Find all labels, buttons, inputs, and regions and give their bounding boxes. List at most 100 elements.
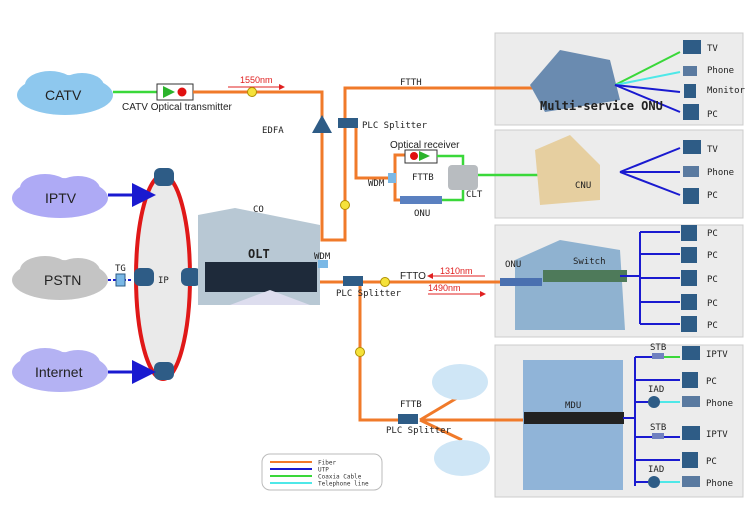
device-label: PC xyxy=(707,110,718,120)
wavelength-1310: 1310nm xyxy=(440,266,473,276)
onu-label: ONU xyxy=(505,260,521,270)
onu-label: ONU xyxy=(414,209,430,219)
office-building xyxy=(515,240,625,330)
olt-device xyxy=(205,262,317,292)
user-icon xyxy=(432,364,488,400)
pc-icon xyxy=(682,372,698,388)
device-label: Phone xyxy=(706,399,733,409)
iad-icon xyxy=(648,396,660,408)
pc-icon xyxy=(682,452,698,468)
pstn-label: PSTN xyxy=(44,272,81,288)
internet-label: Internet xyxy=(35,364,83,380)
splitter-middle-label: PLC Splitter xyxy=(336,289,402,299)
house-icon xyxy=(535,135,600,205)
transmitter-label: CATV Optical transmitter xyxy=(122,102,233,113)
internet-cloud: Internet xyxy=(12,348,108,392)
device-label: Phone xyxy=(707,168,734,178)
connector-icon xyxy=(247,87,257,97)
device-label: IPTV xyxy=(706,430,728,440)
device-label: Phone xyxy=(706,479,733,489)
splitter-top-label: PLC Splitter xyxy=(362,121,428,131)
iad-label: IAD xyxy=(648,465,664,475)
iptv-label: IPTV xyxy=(45,190,77,206)
tv-icon xyxy=(683,40,701,54)
stb-icon xyxy=(652,353,664,359)
tv-icon xyxy=(683,140,701,154)
mdu-device xyxy=(524,412,624,424)
fttb-label: FTTB xyxy=(412,173,434,183)
phone-icon xyxy=(683,66,697,76)
catv-label: CATV xyxy=(45,87,82,103)
fttb-mdu-label: FTTB xyxy=(400,400,422,410)
device-label: PC xyxy=(707,191,718,201)
connector-icon xyxy=(340,200,350,210)
device-label: PC xyxy=(706,457,717,467)
edfa-icon xyxy=(312,115,332,133)
onu-icon xyxy=(500,278,542,286)
mdu-building xyxy=(523,360,623,490)
wdm-icon xyxy=(318,260,328,268)
router-icon xyxy=(181,268,201,286)
wdm-icon xyxy=(388,173,396,183)
device-label: PC xyxy=(707,299,718,309)
onu-icon xyxy=(400,196,442,204)
wdm-label: WDM xyxy=(314,252,331,262)
legend-label: Fiber xyxy=(318,460,336,467)
splitter-icon xyxy=(338,118,358,128)
wdm-label: WDM xyxy=(368,179,385,189)
clt-icon xyxy=(448,165,478,190)
stb-label: STB xyxy=(650,423,666,433)
router-icon xyxy=(154,362,174,380)
switch-icon xyxy=(543,270,627,282)
iad-icon xyxy=(648,476,660,488)
wavelength-1550: 1550nm xyxy=(240,75,273,85)
ftth-label: FTTH xyxy=(400,78,422,88)
tg-icon xyxy=(115,273,126,287)
switch-label: Switch xyxy=(573,257,606,267)
monitor-icon xyxy=(684,84,696,98)
device-label: PC xyxy=(707,251,718,261)
phone-icon xyxy=(682,396,700,407)
clt-label: CLT xyxy=(466,190,483,200)
iptv-cloud: IPTV xyxy=(12,174,108,218)
user-icon xyxy=(434,440,490,476)
pc-icon xyxy=(683,104,699,120)
device-label: TV xyxy=(707,145,718,155)
router-icon xyxy=(134,268,154,286)
stb-icon xyxy=(652,433,664,439)
legend-label: Telephone line xyxy=(318,481,369,488)
router-icon xyxy=(154,168,174,186)
device-label: PC xyxy=(707,229,718,239)
mdu-label: MDU xyxy=(565,401,581,411)
fiber-lines xyxy=(193,86,577,442)
co-building xyxy=(198,208,320,305)
catv-cloud: CATV xyxy=(17,71,113,115)
pc-icons xyxy=(681,225,697,332)
optical-receiver-label: Optical receiver xyxy=(390,140,460,151)
house-icon xyxy=(530,50,620,112)
edfa-label: EDFA xyxy=(262,126,284,136)
splitter-icon xyxy=(398,414,418,424)
phone-icon xyxy=(683,166,699,177)
phone-icon xyxy=(682,476,700,487)
iad-label: IAD xyxy=(648,385,664,395)
ip-label: IP xyxy=(158,276,169,286)
connector-icon xyxy=(380,277,390,287)
splitter-icon xyxy=(343,276,363,286)
device-label: PC xyxy=(706,377,717,387)
device-label: IPTV xyxy=(706,350,728,360)
device-label: PC xyxy=(707,275,718,285)
device-label: Monitor xyxy=(707,86,746,96)
pc-icon xyxy=(683,188,699,204)
multi-service-onu-label: Multi-service ONU xyxy=(540,99,663,113)
legend-label: Coaxia Cable xyxy=(318,474,362,481)
stb-label: STB xyxy=(650,343,666,353)
co-label: CO xyxy=(253,205,264,215)
tv-icon xyxy=(682,346,700,360)
tg-label: TG xyxy=(115,264,126,274)
device-label: PC xyxy=(707,321,718,331)
pstn-cloud: PSTN xyxy=(12,256,108,300)
legend-label: UTP xyxy=(318,467,329,474)
